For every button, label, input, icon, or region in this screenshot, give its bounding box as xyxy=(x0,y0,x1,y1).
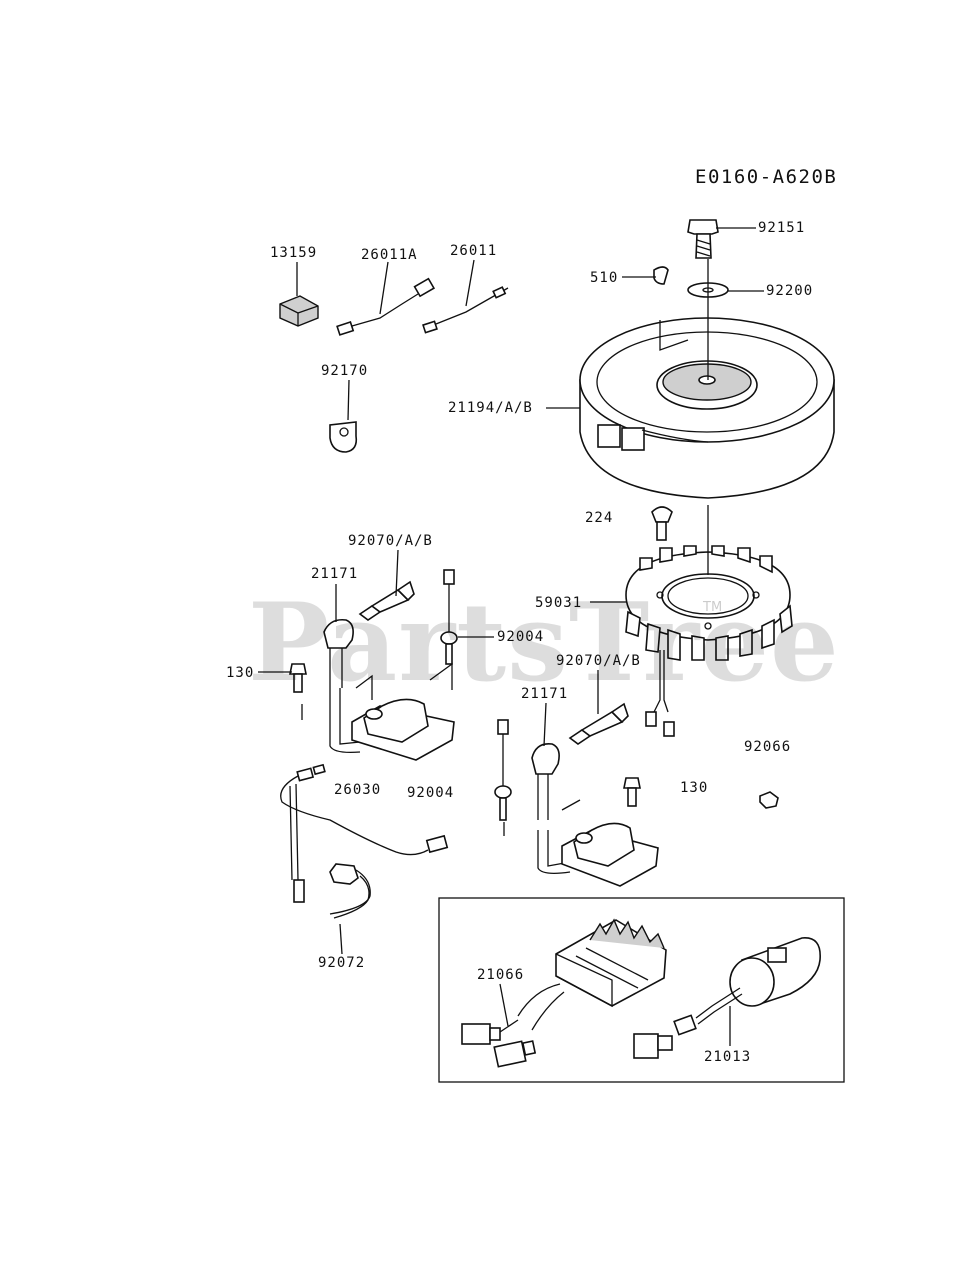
spark-plug-right xyxy=(568,702,629,745)
part-label-130-right[interactable]: 130 xyxy=(680,780,709,796)
part-label-21013[interactable]: 21013 xyxy=(704,1049,752,1065)
part-label-92004-left[interactable]: 92004 xyxy=(497,629,545,645)
partstree-watermark: PartsTree xyxy=(248,580,840,706)
bolt-130-left xyxy=(289,663,307,693)
regulator-inset-box xyxy=(438,897,845,1083)
connector-13159 xyxy=(279,295,319,327)
lead-wire-26011a xyxy=(336,277,436,336)
part-label-26011[interactable]: 26011 xyxy=(450,243,498,259)
clamp-92170 xyxy=(329,421,358,453)
part-label-21194-a-b[interactable]: 21194/A/B xyxy=(448,400,533,416)
diagram-code: E0160-A620B xyxy=(695,166,838,188)
screw-224 xyxy=(651,506,673,541)
part-label-92200[interactable]: 92200 xyxy=(766,283,814,299)
part-label-510[interactable]: 510 xyxy=(590,270,619,286)
bolt-92151 xyxy=(687,219,719,259)
part-label-92004-mid[interactable]: 92004 xyxy=(407,785,455,801)
plug-wire-left xyxy=(301,688,361,754)
bolt-130-right xyxy=(623,777,641,807)
part-label-21171-left[interactable]: 21171 xyxy=(311,566,359,582)
part-label-26011a[interactable]: 26011A xyxy=(361,247,418,263)
lead-wire-26011 xyxy=(422,286,509,334)
part-label-13159[interactable]: 13159 xyxy=(270,245,318,261)
ground-rod-right xyxy=(494,719,512,821)
flywheel-21194 xyxy=(579,317,835,499)
clip-92072 xyxy=(329,863,371,919)
part-label-130-left[interactable]: 130 xyxy=(226,665,255,681)
key-510 xyxy=(653,266,669,285)
part-label-92070-left[interactable]: 92070/A/B xyxy=(348,533,433,549)
part-label-59031[interactable]: 59031 xyxy=(535,595,583,611)
part-label-92072[interactable]: 92072 xyxy=(318,955,366,971)
nut-92066 xyxy=(759,791,779,809)
part-label-224[interactable]: 224 xyxy=(585,510,614,526)
part-label-92066[interactable]: 92066 xyxy=(744,739,792,755)
part-label-21066[interactable]: 21066 xyxy=(477,967,525,983)
plug-cap-21171-right xyxy=(531,742,560,820)
ground-rod-92004-left xyxy=(440,569,458,665)
part-label-26030[interactable]: 26030 xyxy=(334,782,382,798)
stator-59031 xyxy=(625,545,793,661)
plug-cap-21171-left xyxy=(323,618,354,688)
lead-wire-26030 xyxy=(280,763,449,903)
part-label-92070-right[interactable]: 92070/A/B xyxy=(556,653,641,669)
stator-lead xyxy=(645,650,675,737)
leader-lines xyxy=(258,227,764,1046)
regulator-21066 xyxy=(461,918,667,1068)
part-label-92170[interactable]: 92170 xyxy=(321,363,369,379)
capacitor-21013 xyxy=(633,937,821,1059)
ignition-coil-left xyxy=(351,698,455,761)
spark-plug-left xyxy=(358,580,415,621)
part-label-21171-right[interactable]: 21171 xyxy=(521,686,569,702)
part-label-92151[interactable]: 92151 xyxy=(758,220,806,236)
watermark-trademark: TM xyxy=(703,600,723,615)
ignition-coil-right xyxy=(561,822,659,887)
